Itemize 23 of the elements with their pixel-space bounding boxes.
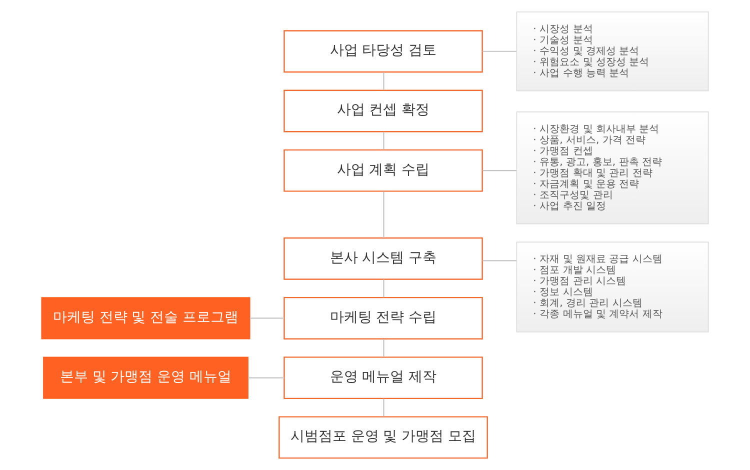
- node-box: 마케팅 전략 및 전술 프로그램: [41, 297, 250, 340]
- connector: [482, 50, 516, 52]
- connector: [482, 260, 516, 262]
- connector: [250, 318, 284, 319]
- node-box: 운영 메뉴얼 제작: [284, 356, 483, 400]
- connector: [383, 72, 384, 90]
- node-box: · 시장환경 및 회사내부 분석 · 상품, 서비스, 가격 전략 · 가맹점 컨셉 · 유통, 광고, 홍보, 판촉 전략 · 가맹점 확대 및 관리 전략 · 자금계획 및 운용 전략 · 조직구성및 관리 · 사업 추진 일정: [516, 111, 709, 224]
- node-box: 본부 및 가맹점 운영 메뉴얼: [43, 356, 248, 399]
- connector: [383, 132, 384, 150]
- node-box: 본사 시스템 구축: [284, 237, 483, 280]
- node-box: 시범점포 운영 및 가맹점 모집: [278, 416, 488, 459]
- node-box: · 시장성 분석 · 기술성 분석 · 수익성 및 경제성 분석 · 위험요소 및 성장성 분석 · 사업 수행 능력 분석: [516, 11, 709, 92]
- node-box: · 자재 및 원재료 공급 시스템 · 점포 개발 시스템 · 가맹점 관리 시스템 · 정보 시스템 · 회계, 경리 관리 시스템 · 각종 메뉴얼 및 계약서 제작: [516, 242, 709, 332]
- node-box: 마케팅 전략 수립: [284, 296, 483, 340]
- connector: [383, 398, 384, 416]
- node-box: 사업 계획 수립: [284, 149, 483, 192]
- connector: [383, 191, 384, 238]
- node-box: 사업 타당성 검토: [284, 30, 483, 73]
- connector: [482, 170, 516, 172]
- connector: [383, 279, 384, 298]
- node-box: 사업 컨셉 확정: [284, 90, 483, 132]
- connector: [248, 377, 284, 378]
- connector: [383, 339, 384, 357]
